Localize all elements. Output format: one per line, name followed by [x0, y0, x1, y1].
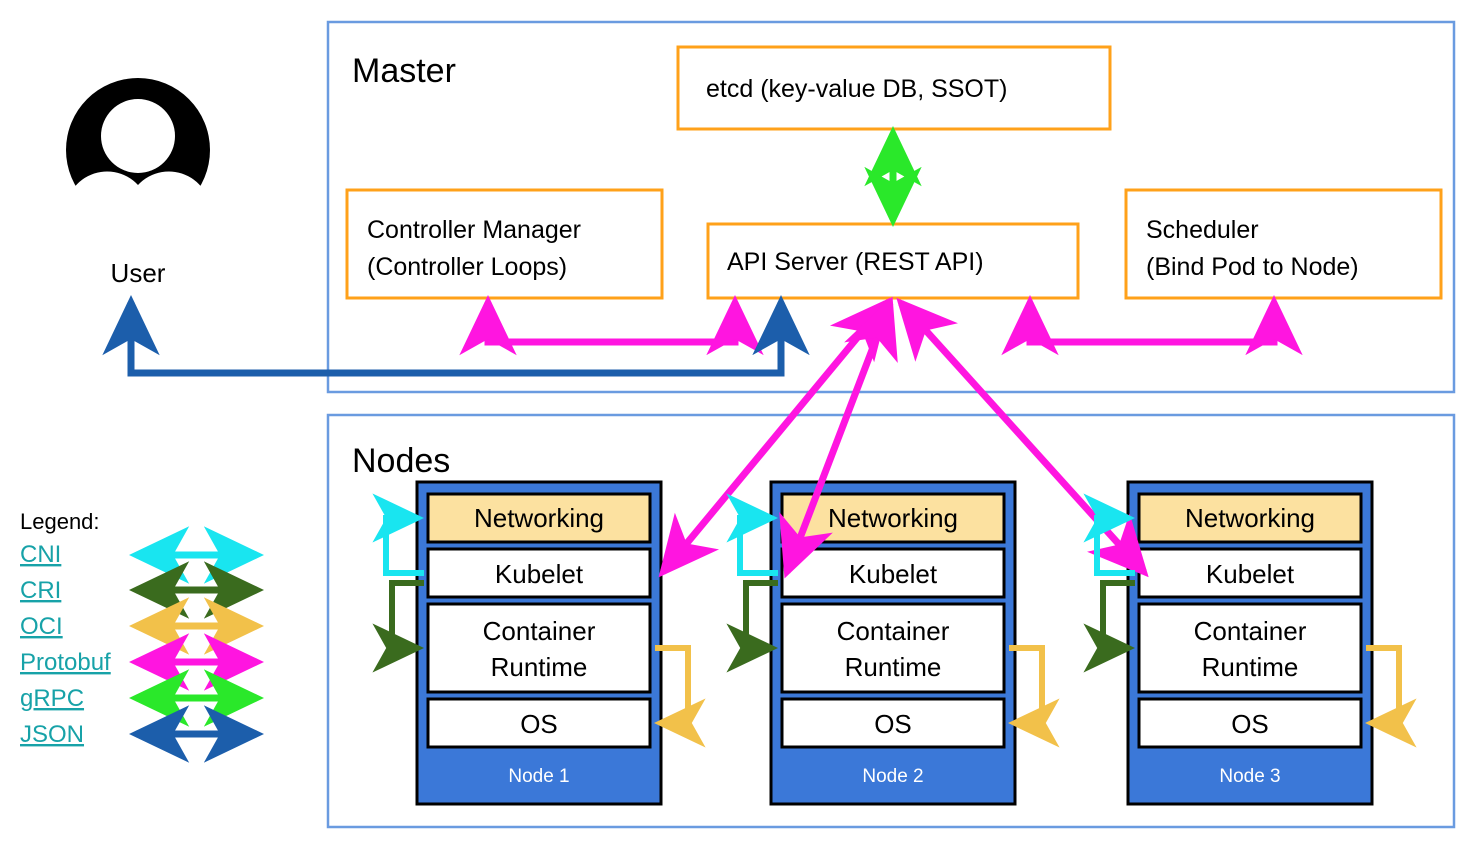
scheduler-box[interactable]: Scheduler (Bind Pod to Node): [1124, 188, 1443, 300]
legend: Legend: CNI CRI OCI Protobuf gRPC JSON: [20, 509, 265, 763]
node-2-container-runtime-label-line2: Runtime: [845, 652, 942, 682]
node-2-name: Node 2: [862, 766, 923, 787]
controller-manager-box[interactable]: Controller Manager (Controller Loops): [345, 188, 664, 300]
node-2-os-box[interactable]: [780, 697, 1006, 749]
connector-oci-node2: [1007, 645, 1060, 748]
node-3-networking-label: Networking: [1185, 503, 1315, 533]
user-label: User: [111, 258, 166, 288]
node-3-kubelet-box[interactable]: [1137, 547, 1363, 599]
connector-cri-node1: [372, 580, 425, 673]
connector-protobuf-node2-apiserver: [779, 296, 898, 579]
controller-manager-label-line2: (Controller Loops): [367, 253, 567, 281]
legend-item-oci-label[interactable]: OCI: [20, 613, 63, 640]
node-1-container-runtime-box[interactable]: [426, 602, 652, 694]
node-3-container-runtime-label-line1: Container: [1194, 616, 1307, 646]
node-1-kubelet-box[interactable]: [426, 547, 652, 599]
legend-item-protobuf-label[interactable]: Protobuf: [20, 649, 111, 676]
api-server-label: API Server (REST API): [727, 248, 984, 276]
connector-cni-node2: [726, 493, 779, 576]
legend-item-cni-label[interactable]: CNI: [20, 541, 61, 568]
user-avatar-icon: [65, 78, 211, 222]
node-1-name: Node 1: [508, 766, 569, 787]
node-3-networking-box[interactable]: [1137, 492, 1363, 544]
master-panel-label: Master: [352, 52, 456, 90]
node-2-container-runtime-label-line1: Container: [837, 616, 950, 646]
node-3-container-runtime-label-line2: Runtime: [1202, 652, 1299, 682]
scheduler-label-line1: Scheduler: [1146, 216, 1259, 244]
controller-manager-label-line1: Controller Manager: [367, 216, 581, 244]
node-3-os-box[interactable]: [1137, 697, 1363, 749]
node-3-kubelet-label: Kubelet: [1206, 559, 1295, 589]
node-1-networking-label: Networking: [474, 503, 604, 533]
node-1-os-label: OS: [520, 709, 558, 739]
connector-cni-node1: [372, 493, 425, 576]
node-3[interactable]: Networking Kubelet Container Runtime OS …: [1126, 480, 1374, 806]
node-2-os-label: OS: [874, 709, 912, 739]
legend-item-cri-label[interactable]: CRI: [20, 577, 61, 604]
node-2-container-runtime-box[interactable]: [780, 602, 1006, 694]
etcd-label: etcd (key-value DB, SSOT): [706, 75, 1007, 103]
node-1-os-box[interactable]: [426, 697, 652, 749]
node-3-name: Node 3: [1219, 766, 1280, 787]
legend-item-json-label[interactable]: JSON: [20, 721, 84, 748]
node-1-container-runtime-label-line2: Runtime: [491, 652, 588, 682]
node-3-container-runtime-box[interactable]: [1137, 602, 1363, 694]
user-group[interactable]: User: [65, 78, 211, 288]
node-1-networking-box[interactable]: [426, 492, 652, 544]
node-2[interactable]: Networking Kubelet Container Runtime OS …: [769, 480, 1017, 806]
node-1-kubelet-label: Kubelet: [495, 559, 584, 589]
scheduler-label-line2: (Bind Pod to Node): [1146, 253, 1359, 281]
node-1-container-runtime-label-line1: Container: [483, 616, 596, 646]
etcd-box[interactable]: etcd (key-value DB, SSOT): [676, 45, 1112, 131]
legend-item-grpc-label[interactable]: gRPC: [20, 685, 84, 712]
node-1[interactable]: Networking Kubelet Container Runtime OS …: [415, 480, 663, 806]
connector-cni-node3: [1083, 493, 1136, 576]
node-2-networking-label: Networking: [828, 503, 958, 533]
connector-oci-node3: [1364, 645, 1417, 748]
connector-oci-node1: [653, 645, 706, 748]
nodes-panel-label: Nodes: [352, 442, 450, 480]
api-server-box[interactable]: API Server (REST API): [706, 222, 1080, 300]
connector-cri-node3: [1083, 580, 1136, 673]
node-3-os-label: OS: [1231, 709, 1269, 739]
node-2-kubelet-label: Kubelet: [849, 559, 938, 589]
connector-cri-node2: [726, 580, 779, 673]
legend-title: Legend:: [20, 509, 100, 534]
